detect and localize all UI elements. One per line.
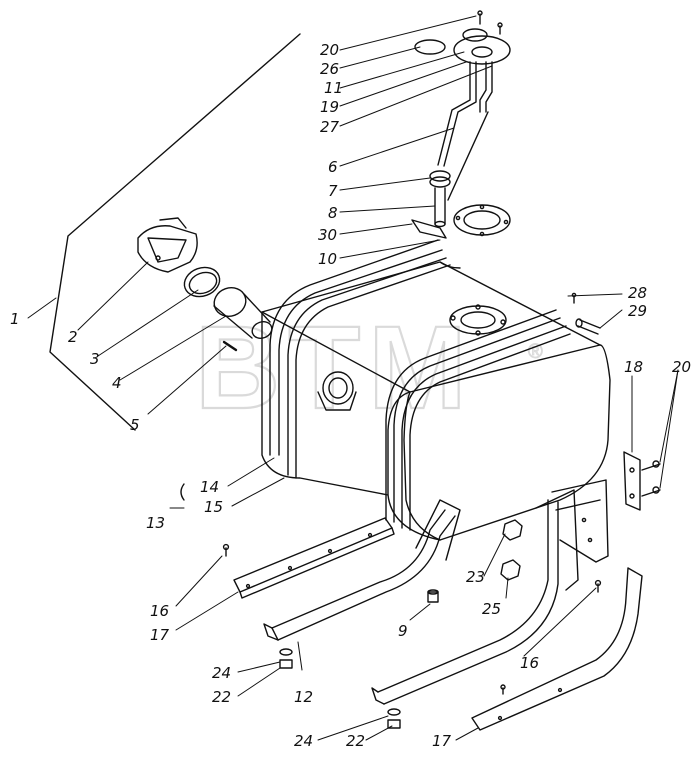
nut-22-24-right [387, 708, 401, 729]
callout-18: 18 [624, 358, 643, 376]
callout-10: 10 [318, 250, 337, 268]
callout-19: 19 [320, 98, 339, 116]
callout-26: 26 [320, 60, 339, 78]
leader-lines [27, 15, 679, 741]
callout-24b: 24 [294, 732, 313, 750]
callout-3: 3 [90, 350, 100, 368]
fuel-sender [411, 10, 511, 239]
group-bracket-13 [180, 483, 185, 501]
callout-6: 6 [328, 158, 338, 176]
callout-20: 20 [320, 41, 339, 59]
callout-labels: 20 26 11 19 27 6 7 8 30 10 1 2 3 4 5 28 … [10, 41, 691, 750]
bolt-29 [571, 292, 601, 335]
callout-5: 5 [130, 416, 140, 434]
strap-right [385, 309, 571, 531]
callout-14: 14 [200, 478, 219, 496]
callout-22b: 22 [346, 732, 365, 750]
cushion-17-right [471, 567, 643, 731]
cushion-17-left [233, 517, 395, 599]
callout-20b: 20 [672, 358, 691, 376]
callout-2: 2 [68, 328, 78, 346]
support-right [371, 489, 579, 705]
bracket-18 [623, 451, 661, 511]
callout-1: 1 [10, 310, 20, 328]
group-bracket-1 [49, 33, 301, 431]
screw-16-left [222, 543, 230, 557]
callout-9: 9 [398, 622, 408, 640]
callout-23: 23 [466, 568, 485, 586]
callout-15: 15 [204, 498, 223, 516]
strap-left [269, 239, 451, 479]
watermark: BTM ® [194, 301, 544, 435]
filler-cap [137, 217, 198, 273]
callout-30: 30 [318, 226, 337, 244]
callout-4: 4 [112, 374, 122, 392]
callout-16: 16 [150, 602, 169, 620]
callout-24: 24 [212, 664, 231, 682]
callout-25: 25 [482, 600, 501, 618]
callout-12: 12 [294, 688, 313, 706]
callout-22: 22 [212, 688, 231, 706]
callout-27: 27 [320, 118, 340, 136]
watermark-registered: ® [528, 341, 543, 363]
callout-17b: 17 [432, 732, 452, 750]
ring-3 [183, 266, 221, 298]
callout-8: 8 [328, 204, 338, 222]
screw-16-right [500, 579, 602, 695]
callout-11: 11 [324, 79, 343, 97]
callout-16b: 16 [520, 654, 539, 672]
callout-28: 28 [628, 284, 647, 302]
watermark-text: BTM [195, 302, 475, 434]
bracket-right [551, 479, 609, 563]
support-12-left [263, 499, 461, 641]
callout-17: 17 [150, 626, 170, 644]
nuts-23-25 [500, 519, 523, 581]
filter-4 [213, 287, 273, 339]
callout-13: 13 [146, 514, 165, 532]
callout-7: 7 [328, 182, 338, 200]
pin-5 [222, 340, 238, 352]
callout-29: 29 [628, 302, 647, 320]
nut-22-24-left [279, 648, 293, 669]
plug-9 [427, 589, 439, 603]
